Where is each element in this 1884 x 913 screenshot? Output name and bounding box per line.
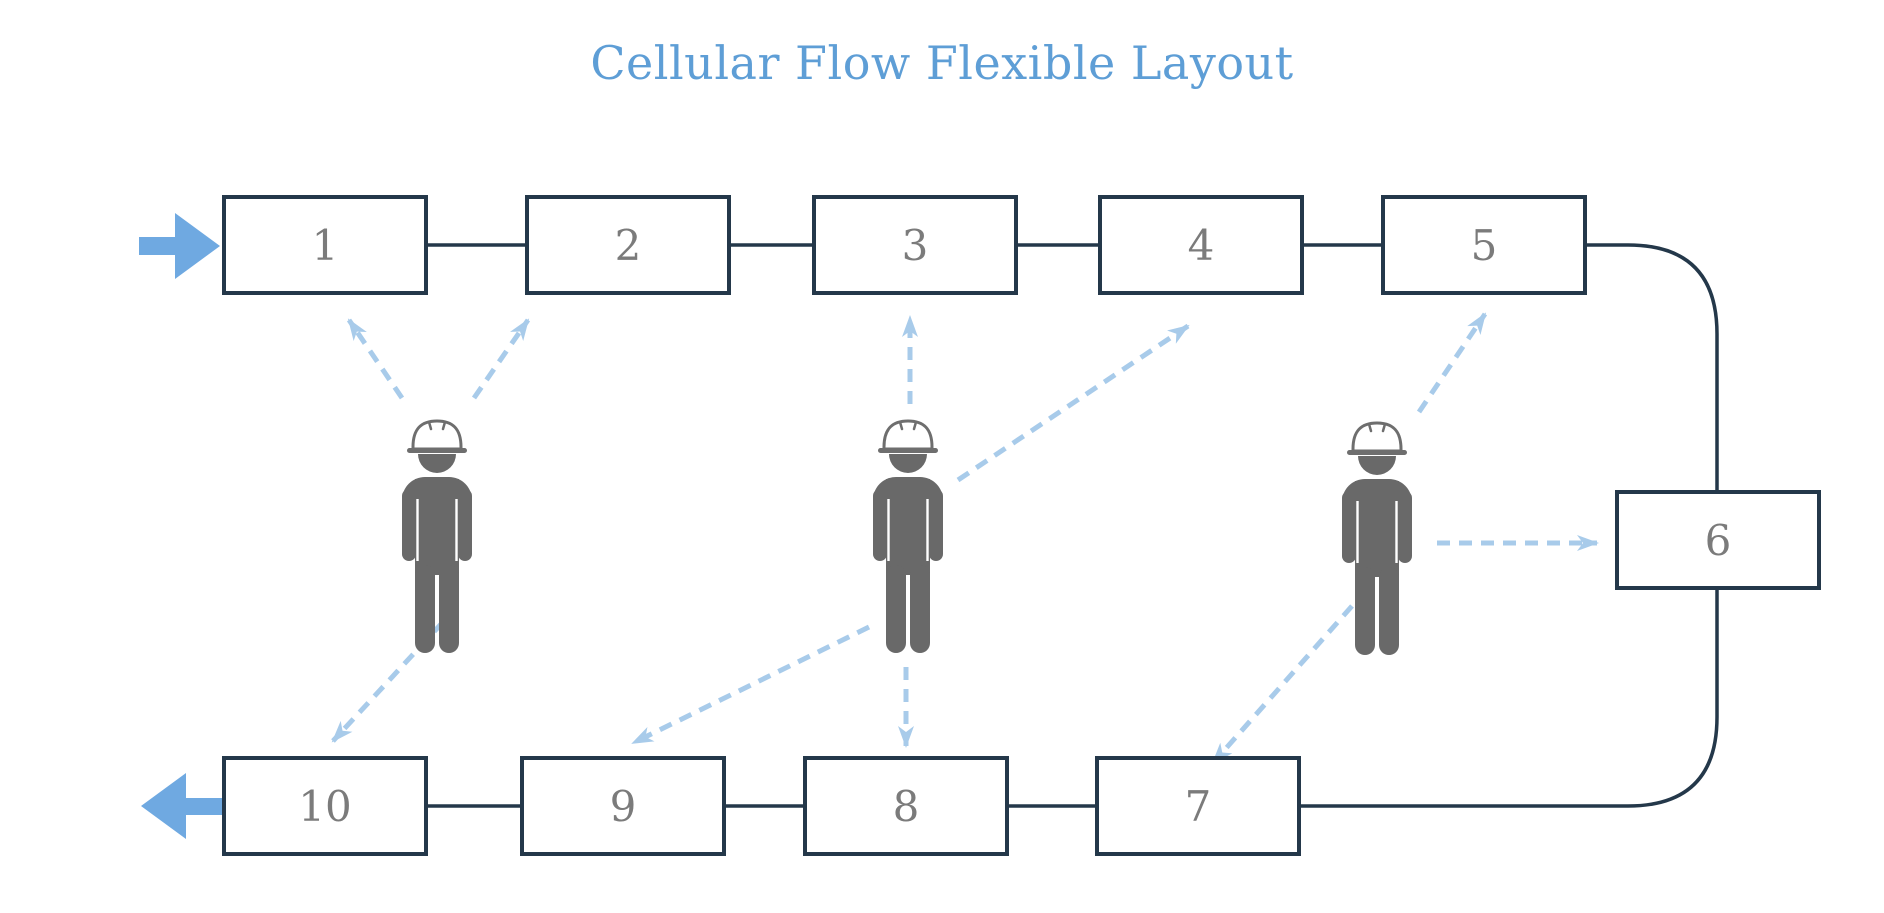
flow-connector-6-7 — [1301, 590, 1719, 808]
station-box-8: 8 — [803, 756, 1009, 856]
worker-3-construction-worker-icon — [1340, 421, 1414, 657]
station-label-10: 10 — [298, 781, 352, 831]
worker-2-construction-worker-icon — [871, 419, 945, 655]
station-box-2: 2 — [525, 195, 731, 295]
worker2-to-station9-arrow — [631, 624, 871, 746]
station-label-8: 8 — [892, 781, 920, 831]
worker3-to-station7-arrow — [1211, 604, 1354, 765]
station-box-3: 3 — [812, 195, 1018, 295]
station-label-2: 2 — [614, 220, 642, 270]
worker3-to-station5-arrow — [1416, 312, 1488, 414]
station-box-6: 6 — [1615, 490, 1821, 590]
worker1-to-station1-arrow — [346, 318, 405, 400]
station-label-6: 6 — [1704, 515, 1732, 565]
station-label-4: 4 — [1187, 220, 1215, 270]
station-label-7: 7 — [1184, 781, 1212, 831]
worker1-to-station2-arrow — [471, 318, 531, 400]
station-label-9: 9 — [609, 781, 637, 831]
station-box-9: 9 — [520, 756, 726, 856]
diagram-title: Cellular Flow Flexible Layout — [590, 36, 1294, 90]
flow-out-arrow — [141, 773, 222, 839]
flow-connector-5-6 — [1587, 243, 1719, 490]
station-box-4: 4 — [1098, 195, 1304, 295]
worker-1-construction-worker-icon — [400, 419, 474, 655]
station-box-5: 5 — [1381, 195, 1587, 295]
station-label-5: 5 — [1470, 220, 1498, 270]
station-box-10: 10 — [222, 756, 428, 856]
station-box-1: 1 — [222, 195, 428, 295]
worker2-to-station4-arrow — [956, 323, 1190, 483]
station-label-1: 1 — [311, 220, 339, 270]
station-label-3: 3 — [901, 220, 929, 270]
flow-in-arrow — [139, 213, 220, 279]
station-box-7: 7 — [1095, 756, 1301, 856]
